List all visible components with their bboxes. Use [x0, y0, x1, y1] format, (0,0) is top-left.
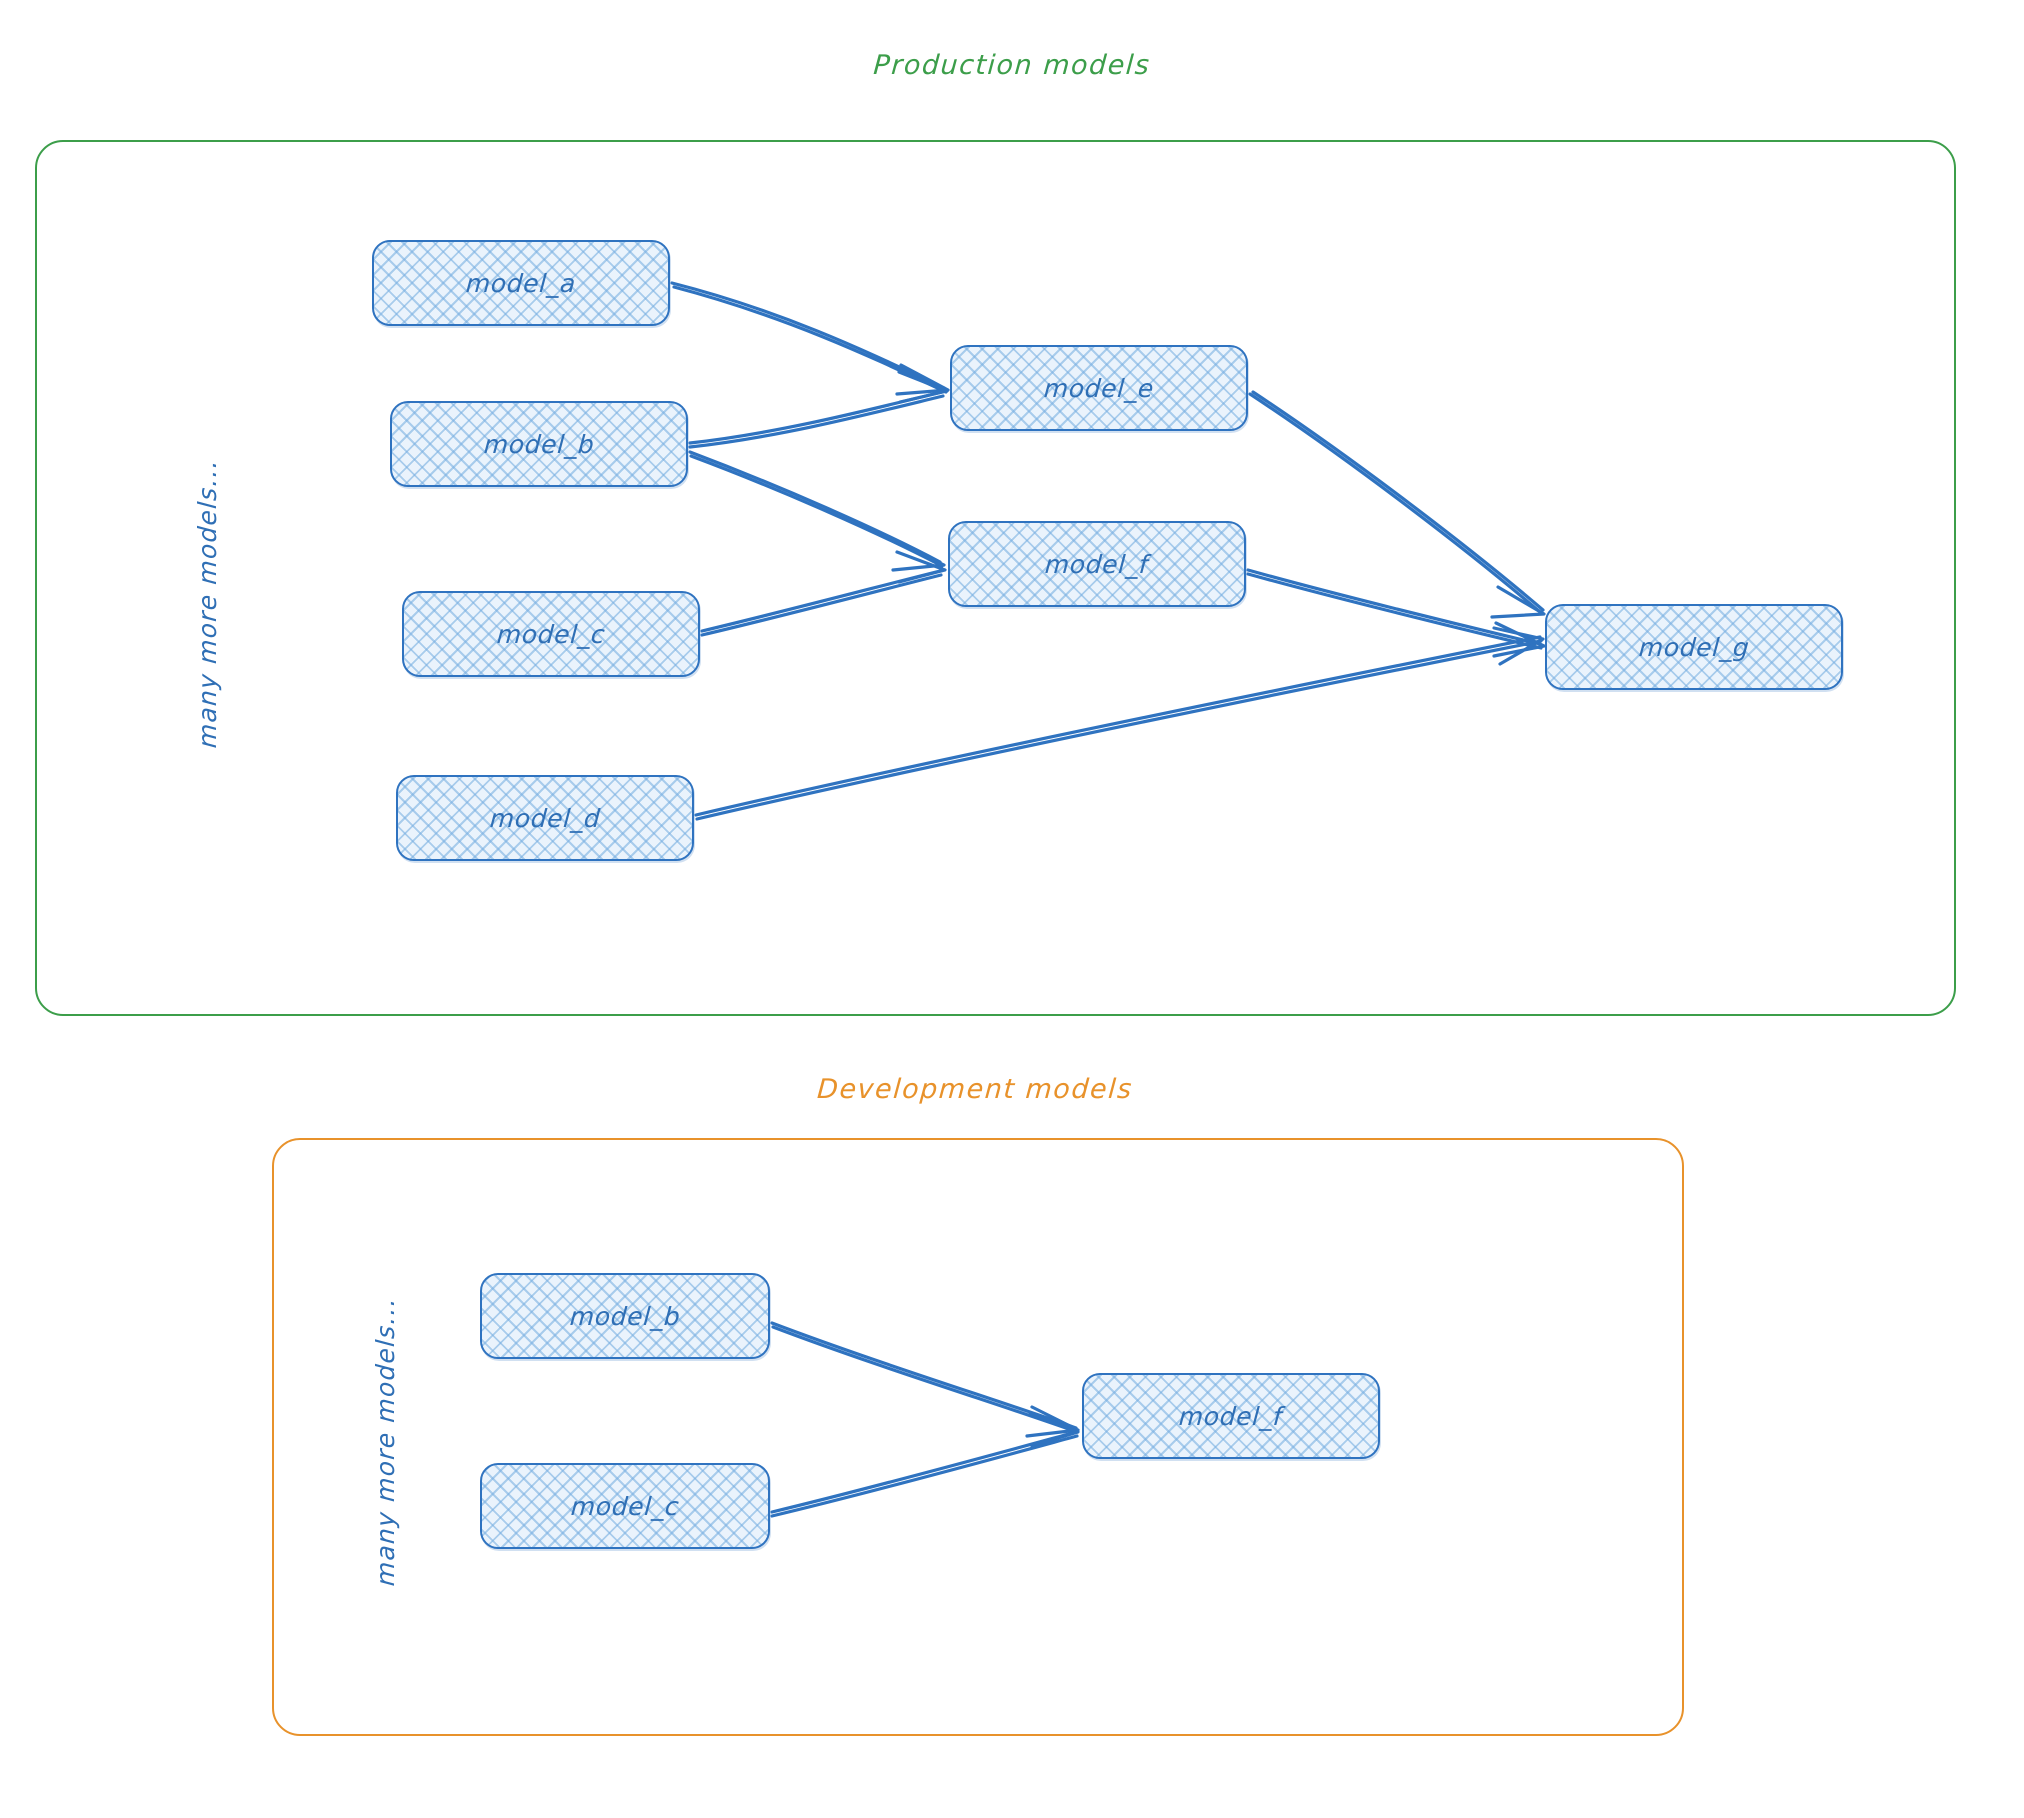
node-dev-model-b[interactable]: model_b — [480, 1273, 770, 1359]
production-group-frame — [35, 140, 1956, 1016]
node-prod-model-a[interactable]: model_a — [372, 240, 670, 326]
node-prod-model-g[interactable]: model_g — [1545, 604, 1843, 690]
node-label: model_c — [569, 1491, 681, 1521]
node-label: model_a — [465, 268, 577, 298]
development-group-title: Development models — [816, 1074, 1134, 1105]
node-prod-model-b[interactable]: model_b — [390, 401, 688, 487]
node-prod-model-c[interactable]: model_c — [402, 591, 700, 677]
node-prod-model-d[interactable]: model_d — [396, 775, 694, 861]
node-label: model_c — [495, 619, 607, 649]
node-label: model_b — [482, 429, 596, 459]
production-group-title: Production models — [872, 50, 1152, 81]
node-prod-model-f[interactable]: model_f — [948, 521, 1246, 607]
production-many-more-models-label: many more models... — [193, 457, 222, 749]
development-many-more-models-label: many more models... — [371, 1295, 400, 1587]
node-dev-model-c[interactable]: model_c — [480, 1463, 770, 1549]
node-label: model_d — [488, 803, 602, 833]
node-label: model_e — [1043, 373, 1155, 403]
node-dev-model-f[interactable]: model_f — [1082, 1373, 1380, 1459]
node-label: model_f — [1178, 1401, 1284, 1431]
node-label: model_f — [1044, 549, 1150, 579]
node-label: model_g — [1637, 632, 1751, 662]
node-label: model_b — [568, 1301, 682, 1331]
node-prod-model-e[interactable]: model_e — [950, 345, 1248, 431]
development-group-frame — [272, 1138, 1684, 1736]
